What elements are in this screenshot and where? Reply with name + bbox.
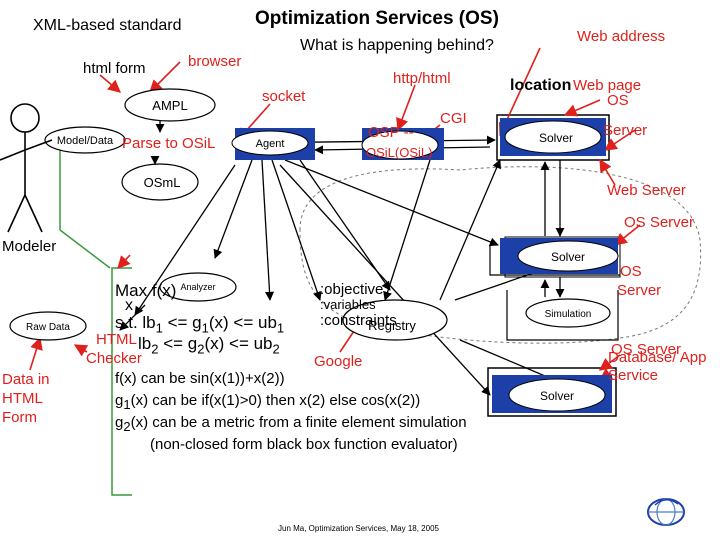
google-label: Google <box>314 353 363 370</box>
constraint-2-post: (x) <= ub <box>204 334 273 353</box>
analyzer-label: Analyzer <box>180 282 215 292</box>
constraints-label: :constraints <box>320 312 397 329</box>
server-solver2-label: Server <box>617 282 662 299</box>
data-in-html-form-line3: Form <box>2 409 37 426</box>
constraint-2-sub3: 2 <box>272 341 280 357</box>
g1-post: (x) can be if(x(1)>0) then x(2) else cos… <box>130 392 421 409</box>
raw-data-label: Raw Data <box>26 322 70 333</box>
simulation-node <box>525 298 611 328</box>
agent-label: Agent <box>256 138 285 150</box>
g2-definition-line: g2(x) can be a metric from a finite elem… <box>115 414 467 434</box>
xml-standard-label: XML-based standard <box>33 17 182 34</box>
server-top-label: Server <box>603 122 648 139</box>
os-solver2-label: OS <box>620 263 642 280</box>
constraint-1-mid: <= g <box>162 313 202 332</box>
model-data-label: Model/Data <box>57 135 114 147</box>
g1-sub: 1 <box>123 397 131 412</box>
annotation-arrows <box>29 47 641 381</box>
solver-node-top <box>500 118 606 156</box>
solver-node-bottom <box>492 375 612 413</box>
constraint-2-sub1: 2 <box>151 341 159 357</box>
constraint-2-sub2: 2 <box>197 341 205 357</box>
solver-node-mid <box>500 238 619 274</box>
solver-mid-label: Solver <box>551 250 585 264</box>
constraint-1-sub2: 1 <box>201 320 209 336</box>
f-definition-line: f(x) can be sin(x(1))+x(2)) <box>115 370 285 387</box>
agent-node <box>231 128 315 160</box>
data-in-html-form-line1: Data in <box>2 371 50 388</box>
osp-node <box>361 128 444 160</box>
osil-osil-label: OSiL(OSiL) <box>366 145 433 160</box>
connection-arrows <box>119 120 601 396</box>
g1-pre: g <box>115 392 124 409</box>
data-in-html-form-line2: HTML <box>2 390 43 407</box>
service-label: Service <box>608 367 659 384</box>
page-subtitle: What is happening behind? <box>300 37 494 54</box>
g1-definition-line: g1(x) can be if(x(1)>0) then x(2) else c… <box>115 392 420 412</box>
constraint-1-post: (x) <= ub <box>208 313 277 332</box>
max-fx-text: Max f(x) <box>115 281 177 300</box>
g2-post: (x) can be a metric from a finite elemen… <box>130 414 467 431</box>
constraint-1-sub1: 1 <box>155 320 163 336</box>
simulation-label: Simulation <box>545 309 592 320</box>
constraint-line-1: s.t. lb1 <= g1(x) <= ub1 <box>115 313 284 335</box>
constraint-line-2: lb2 <= g2(x) <= ub2 <box>138 334 280 356</box>
modeler-label: Modeler <box>2 238 57 255</box>
html-checker-line2: Checker <box>86 350 142 367</box>
os-top-label: OS <box>607 92 629 109</box>
web-address-label: Web address <box>577 28 666 45</box>
cgi-label: CGI <box>440 110 467 127</box>
database-app-label: Database/ App <box>608 349 707 366</box>
ampl-node <box>124 88 216 122</box>
html-checker-line1: HTML <box>96 331 137 348</box>
parse-to-osil-label: Parse to OSiL <box>122 135 216 152</box>
objective-label: :objective <box>320 281 384 298</box>
g2-pre: g <box>115 414 124 431</box>
osml-node <box>121 163 199 201</box>
solver-top-label: Solver <box>539 131 573 145</box>
page-title: Optimization Services (OS) <box>255 8 499 29</box>
server-box-sim <box>506 290 619 341</box>
g2-sub: 2 <box>123 419 131 434</box>
socket-label: socket <box>262 88 306 105</box>
footer-credit: Jun Ma, Optimization Services, May 18, 2… <box>278 524 439 533</box>
server-box-top <box>496 114 610 161</box>
os-server-bottom-label: OS Server <box>611 341 682 358</box>
constraint-2-mid: <= g <box>158 334 198 353</box>
http-html-label: http/html <box>393 70 451 87</box>
location-label: location <box>510 77 572 94</box>
osp-label: OSP -- <box>368 124 414 141</box>
nonclosed-form-line: (non-closed form black box function eval… <box>150 436 458 453</box>
constraint-1-pre: s.t. lb <box>115 313 156 332</box>
registry-label: Registry <box>368 318 416 333</box>
registry-node <box>342 299 448 341</box>
constraint-1-sub3: 1 <box>276 320 285 336</box>
max-x-subscript: x <box>125 297 133 314</box>
osml-label: OSmL <box>144 175 181 190</box>
ampl-label: AMPL <box>152 98 187 113</box>
constraint-2-pre: lb <box>138 334 152 353</box>
raw-data-node <box>9 311 87 341</box>
network-cloud-outline <box>299 166 702 344</box>
web-page-label: Web page <box>573 77 642 94</box>
model-data-node <box>44 126 126 154</box>
analyzer-node <box>159 272 237 302</box>
browser-label: browser <box>188 53 242 70</box>
html-form-label: html form <box>83 60 146 77</box>
stick-figure-icon <box>0 103 53 233</box>
os-server-mid-label: OS Server <box>624 214 695 231</box>
os-globe-logo-icon <box>647 498 685 526</box>
variables-label: :variables <box>320 297 376 312</box>
web-server-label: Web Server <box>607 182 686 199</box>
solver-bottom-label: Solver <box>540 389 574 403</box>
